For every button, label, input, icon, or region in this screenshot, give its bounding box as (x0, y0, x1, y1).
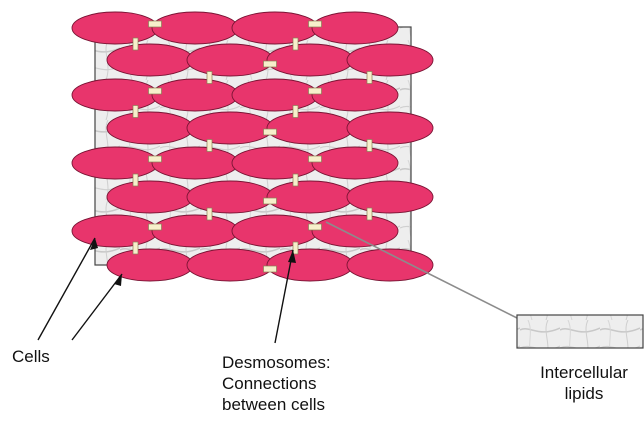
cell (186, 180, 274, 214)
cell (71, 146, 159, 180)
desmosomes-label-line-1: Desmosomes: (222, 353, 331, 372)
cell (106, 111, 194, 145)
cell (151, 146, 239, 180)
cell (311, 146, 399, 180)
lipids-label-line-2: lipids (564, 384, 604, 403)
desmosome (292, 241, 299, 255)
cell (346, 111, 434, 145)
desmosome (132, 173, 139, 187)
desmosome (292, 173, 299, 187)
cell (71, 11, 159, 45)
cells-label: Cells (12, 347, 50, 366)
desmosome (366, 207, 373, 221)
desmosome (148, 155, 162, 163)
desmosome (206, 71, 213, 84)
cell (151, 11, 239, 45)
cell (231, 11, 319, 45)
cell (151, 78, 239, 112)
cell (186, 248, 274, 282)
arrowhead-cells-2 (114, 274, 122, 286)
desmosome (308, 87, 322, 95)
cell (266, 43, 354, 77)
arrow-cells-2 (71, 273, 123, 341)
desmosome (148, 87, 162, 95)
desmosome (308, 223, 322, 231)
desmosome (263, 128, 277, 136)
cell (311, 78, 399, 112)
cell (151, 214, 239, 248)
desmosomes-label-line-2: Connections (222, 374, 317, 393)
cell (106, 180, 194, 214)
desmosome (308, 20, 322, 28)
desmosome (366, 139, 373, 152)
desmosome (206, 139, 213, 152)
desmosomes-label: Desmosomes: Connections between cells (222, 352, 331, 415)
desmosome (263, 197, 277, 205)
cell (186, 111, 274, 145)
cell (266, 111, 354, 145)
desmosome (263, 60, 277, 68)
arrow-cells-1 (37, 237, 96, 341)
arrowhead-cells-1 (90, 238, 98, 250)
arrow-desmosomes (274, 249, 294, 344)
lipids-label-line-1: Intercellular (540, 363, 628, 382)
cell (266, 180, 354, 214)
desmosome (148, 223, 162, 231)
cell (311, 11, 399, 45)
desmosome (292, 105, 299, 118)
desmosomes-group (132, 20, 373, 273)
desmosome (206, 207, 213, 221)
cells-group (71, 11, 434, 282)
cell (71, 78, 159, 112)
lipid-pointer-line (325, 221, 520, 320)
cell (186, 43, 274, 77)
cell (346, 248, 434, 282)
cell (311, 214, 399, 248)
desmosomes-label-line-3: between cells (222, 395, 326, 414)
desmosome (292, 37, 299, 51)
desmosome (132, 105, 139, 118)
arrowhead-desmosomes (288, 250, 296, 263)
desmosome (366, 71, 373, 84)
cell (106, 43, 194, 77)
desmosome (148, 20, 162, 28)
desmosome (132, 37, 139, 51)
desmosome (308, 155, 322, 163)
cell (346, 180, 434, 214)
cell (71, 214, 159, 248)
intercellular-lipids-label: Intercellular lipids (524, 362, 644, 404)
cell (231, 146, 319, 180)
cell (231, 214, 319, 248)
desmosome (263, 265, 277, 273)
cell (231, 78, 319, 112)
desmosome (132, 241, 139, 255)
cell (266, 248, 354, 282)
cell (346, 43, 434, 77)
lipid-sample-swatch (516, 314, 644, 349)
